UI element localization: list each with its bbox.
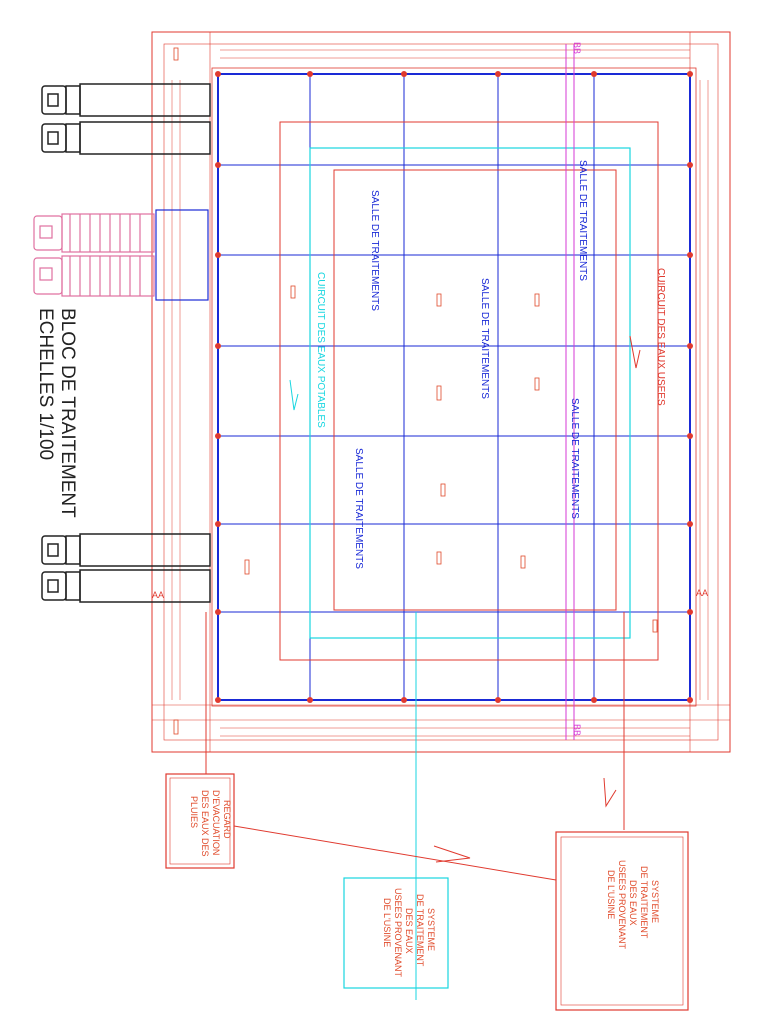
title-line-2: ECHELLES 1/100: [35, 308, 56, 460]
magenta-pipe: [565, 44, 575, 740]
title-line-1: BLOC DE TRAITEMENT: [57, 308, 78, 518]
truck-top-2: [41, 121, 211, 155]
truck-pink-2: [33, 255, 155, 297]
legend-box-system-red: SYSTEME DE TRAITEMENT DES EAUX USEES PRO…: [555, 831, 689, 1011]
legend-cyan-line-5: DE L'USINE: [382, 898, 392, 947]
legend-rain-line-3: DES EAUX DES: [200, 790, 210, 857]
room-label-right-top: SALLE DE TRAITEMENTS: [577, 160, 588, 281]
legend-red-line-5: DE L'USINE: [606, 870, 616, 919]
dimension-lines: [171, 49, 709, 737]
potable-flow-arrow: [289, 379, 299, 411]
legend-red-line-1: SYSTEME: [650, 880, 660, 923]
legend-rain-line-4: PLUIES: [189, 796, 199, 828]
section-bb-bottom-label: BB: [572, 724, 582, 736]
drawing-title: BLOC DE TRAITEMENT ECHELLES 1/100: [35, 308, 78, 518]
legend-rain-line-2: D'EVACUATION: [211, 790, 221, 855]
used-flow-arrow: [629, 335, 641, 369]
column-markers: [215, 71, 693, 703]
loading-dock: [155, 209, 209, 301]
detail-marks: [173, 47, 658, 735]
legend-red-line-4: USEES PROVENANT: [617, 860, 627, 950]
room-label-left-top: SALLE DE TRAITEMENTS: [369, 190, 380, 311]
circuit-potable-label: CUIRCUIT DES EAUX POTABLES: [315, 272, 326, 428]
room-label-left-bottom: SALLE DE TRAITEMENTS: [353, 448, 364, 569]
truck-bottom-1: [41, 533, 211, 567]
section-mark-aa-right: AA: [696, 588, 708, 598]
legend-rain-line-1: REGARD: [222, 800, 232, 839]
section-aa-left-label: AA: [152, 590, 164, 600]
room-outlines: [279, 121, 659, 661]
legend-cyan-line-2: DE TRAITEMENT: [415, 894, 425, 967]
legend-cyan-line-3: DES EAUX: [404, 908, 414, 954]
building-walls: [211, 67, 697, 707]
legend-cyan-line-4: USEES PROVENANT: [393, 888, 403, 978]
circuit-used-label: CUIRCUIT DES EAUX USEES: [655, 268, 666, 406]
section-bb-top-label: BB: [572, 42, 582, 54]
waste-pipes: [205, 612, 625, 881]
legend-red-line-3: DES EAUX: [628, 880, 638, 926]
truck-bottom-2: [41, 569, 211, 603]
truck-top-1: [41, 83, 211, 117]
structural-grid: [218, 74, 690, 700]
legend-box-rain: REGARD D'EVACUATION DES EAUX DES PLUIES: [165, 773, 235, 869]
legend-cyan-line-1: SYSTEME: [426, 908, 436, 951]
section-mark-aa-left: AA: [152, 590, 164, 600]
legend-red-line-2: DE TRAITEMENT: [639, 866, 649, 939]
truck-pink-1: [33, 213, 155, 253]
room-label-center: SALLE DE TRAITEMENTS: [479, 278, 490, 399]
room-label-right-bottom: SALLE DE TRAITEMENTS: [569, 398, 580, 519]
section-aa-right-label: AA: [696, 588, 708, 598]
legend-box-system-cyan: SYSTEME DE TRAITEMENT DES EAUX USEES PRO…: [343, 877, 449, 989]
